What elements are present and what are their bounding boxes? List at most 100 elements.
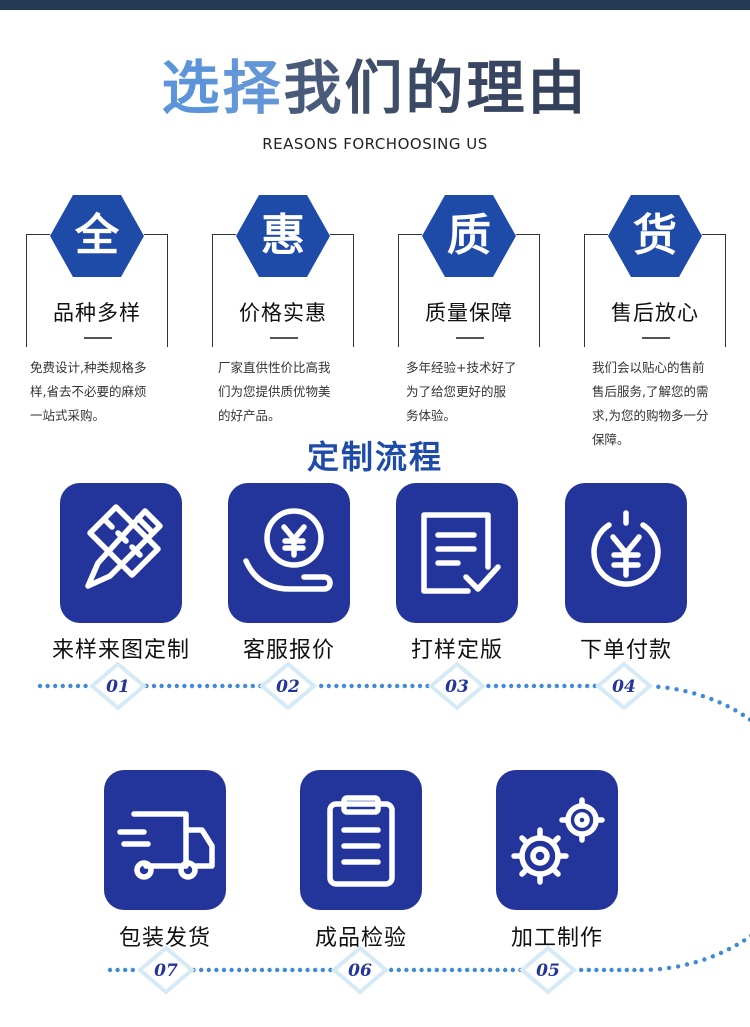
connector-dot [648, 967, 654, 972]
reason-desc-line: 厂家直供性价比高我 [218, 360, 331, 375]
connector-dot [220, 683, 225, 689]
connector-dot [212, 683, 217, 689]
connector-dot [387, 683, 392, 689]
step-number-badge: 07 [136, 945, 196, 995]
connector-dot [674, 687, 679, 692]
connector-dot [404, 967, 409, 973]
connector-dot [465, 967, 470, 973]
connector-dot [487, 967, 493, 973]
reason-badge-char: 货 [633, 210, 677, 261]
clipboard-icon [327, 795, 395, 887]
step-number-badge: 02 [258, 661, 318, 711]
connector-dot [123, 967, 128, 973]
connector-dot [516, 683, 521, 689]
connector-dot [577, 683, 582, 689]
step-number: 05 [536, 961, 560, 981]
connector-dot [480, 967, 485, 973]
connector-dot [702, 957, 707, 962]
connector-dot [328, 967, 333, 973]
gears-icon [511, 797, 605, 885]
connector-dot [60, 683, 65, 689]
reason-description: 我们会以贴心的售前 售后服务,了解您的需 求,为您的购物多一分 保障。 [592, 356, 740, 452]
connector-dot [402, 683, 407, 689]
connector-dot [734, 942, 739, 948]
connector-dot [692, 691, 697, 696]
connector-dot [206, 967, 211, 973]
connector-dot [579, 967, 584, 973]
connector-dot [683, 688, 688, 694]
title-char: 们 [344, 54, 406, 122]
connector-dot [493, 683, 499, 689]
connector-dot [167, 683, 172, 689]
connector-dot [472, 967, 477, 973]
connector-dot [395, 683, 400, 689]
connector-dot [229, 967, 234, 973]
reason-desc-line: 我们会以贴心的售前 [592, 360, 705, 375]
connector-dot [53, 683, 58, 689]
connector-dot [205, 683, 210, 689]
reason-card: 全 品种多样 [26, 195, 168, 347]
connector-dot [434, 967, 439, 973]
hexagon-badge [236, 195, 330, 277]
connector-dot [569, 683, 575, 689]
connector-dot [665, 685, 670, 691]
connector-dot [632, 967, 637, 973]
step-label: 下单付款 [579, 638, 672, 663]
connector-dot [539, 683, 544, 689]
connector-dot [726, 946, 732, 952]
reason-badge-char: 全 [75, 210, 119, 261]
badge-diamond [136, 945, 196, 995]
connector-dot [617, 967, 622, 973]
reason-divider [84, 337, 112, 339]
step-label: 包装发货 [118, 926, 211, 951]
pencil-ruler-icon [85, 504, 163, 589]
connector-dot [379, 683, 385, 689]
process-title: 定制流程 [306, 438, 443, 476]
badge-diamond [88, 661, 148, 711]
connector-dot [449, 967, 455, 973]
connector-dot [747, 717, 750, 722]
connector-dot [666, 965, 672, 971]
reason-desc-line: 售后服务,了解您的需 [592, 384, 709, 399]
connector-dot [313, 967, 318, 973]
title-char: 选 [161, 54, 223, 122]
connector-dot [68, 683, 73, 689]
connector-dot [425, 683, 430, 689]
connector-dot [227, 683, 233, 689]
connector-dot [197, 683, 202, 689]
step-tile [300, 770, 422, 910]
reason-desc-line: 的好产品。 [218, 408, 281, 423]
reason-title: 品种多样 [53, 301, 141, 325]
step-label: 来样来图定制 [51, 638, 190, 663]
reason-desc-line: 们为您提供质优物美 [218, 384, 331, 399]
connector-dot [305, 967, 310, 973]
delivery-truck-icon [117, 811, 215, 880]
reason-card: 惠 价格实惠 [212, 195, 354, 347]
badge-diamond [518, 945, 578, 995]
step-number: 01 [106, 677, 130, 697]
connector-dot [174, 683, 179, 689]
connector-dot [740, 712, 746, 717]
reason-card: 质 质量保障 [398, 195, 540, 347]
reason-desc-line: 样,省去不必要的麻烦 [30, 384, 147, 399]
reason-badge-char: 惠 [261, 210, 305, 261]
connector-dot [609, 967, 614, 973]
connector-dot [130, 967, 135, 973]
connector-dot [419, 967, 424, 973]
connector-dot [75, 683, 81, 689]
connector-dot [267, 967, 272, 973]
title-char: 择 [222, 54, 284, 122]
connector-dot [45, 683, 50, 689]
reason-desc-line: 求,为您的购物多一分 [592, 408, 709, 423]
title-char: 理 [466, 54, 528, 122]
reason-desc-line: 一站式采购。 [30, 408, 106, 423]
step-tile [396, 483, 518, 623]
connector-dot [237, 967, 242, 973]
connector-dot [657, 966, 663, 972]
step-number: 02 [276, 677, 300, 697]
connector-dot [510, 967, 515, 973]
connector-dot [733, 708, 738, 713]
connector-dot [457, 967, 462, 973]
connector-dot [349, 683, 354, 689]
